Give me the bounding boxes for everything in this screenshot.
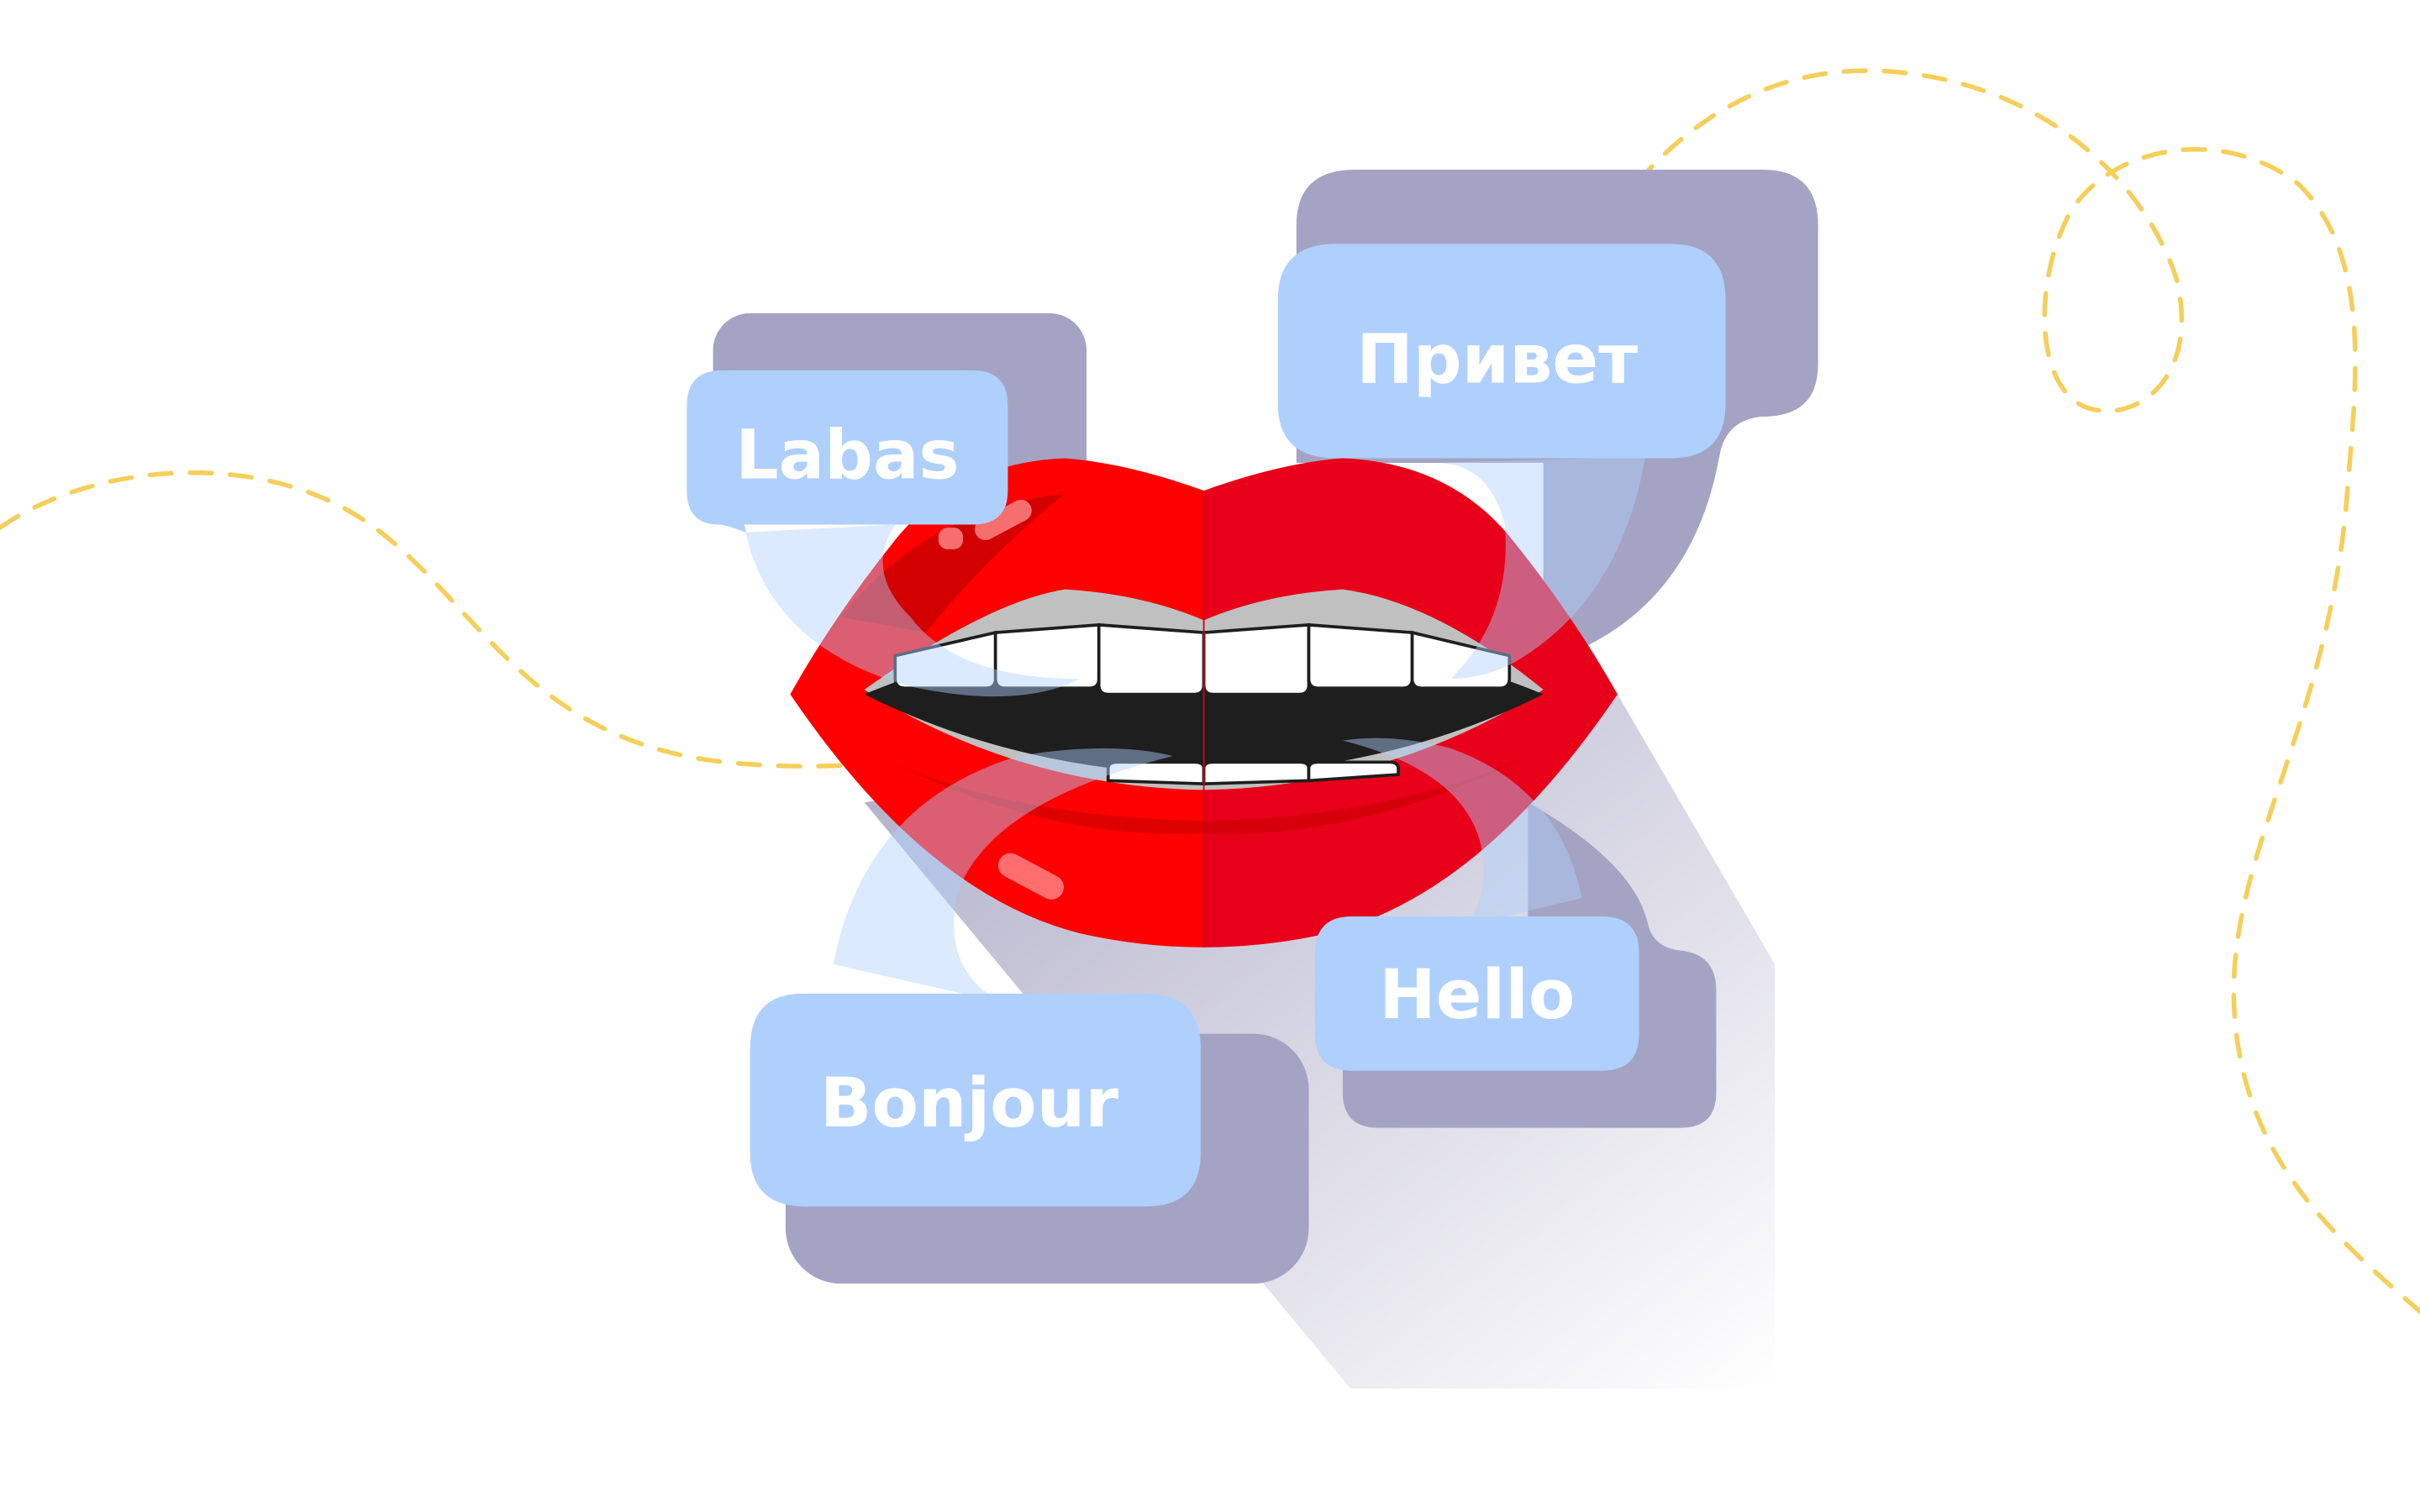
labas-bubble: Labas	[687, 370, 1008, 533]
upper-tooth	[1307, 622, 1414, 690]
upper-tooth	[1410, 630, 1512, 690]
lower-lip-shade	[895, 756, 1528, 834]
privet-bubble: Привет	[1277, 244, 1726, 459]
lip-highlight	[974, 499, 1032, 541]
lip-highlight	[997, 853, 1064, 900]
upper-tooth	[1202, 622, 1311, 696]
dashed-path-right	[1587, 68, 2420, 1314]
lower-teeth	[1106, 760, 1400, 785]
lip-highlight	[938, 528, 964, 549]
hello-label: Hello	[1379, 956, 1575, 1035]
bonjour-label: Bonjour	[820, 1064, 1118, 1143]
lips-illustration	[790, 458, 1618, 948]
labas-label: Labas	[735, 416, 959, 495]
bubble-glows	[745, 456, 1645, 1003]
hello-bubble: Hello	[1314, 916, 1639, 1071]
privet-bubble-tail	[1435, 456, 1645, 680]
privet-bubble-body	[1277, 244, 1726, 459]
privet-label: Привет	[1356, 321, 1638, 400]
bonjour-bubble-body	[750, 993, 1201, 1207]
upper-teeth	[893, 622, 1512, 696]
lower-tooth	[1307, 760, 1400, 783]
hello-bubble-tail	[1342, 738, 1582, 927]
upper-tooth	[1097, 622, 1206, 696]
bonjour-bubble-tail	[833, 748, 1173, 1003]
lower-tooth	[1202, 760, 1311, 785]
labas-bubble-body	[687, 370, 1008, 533]
bonjour-bubble: Bonjour	[750, 993, 1201, 1207]
labas-bubble-tail	[745, 524, 1081, 697]
hello-bubble-body	[1314, 916, 1639, 1071]
